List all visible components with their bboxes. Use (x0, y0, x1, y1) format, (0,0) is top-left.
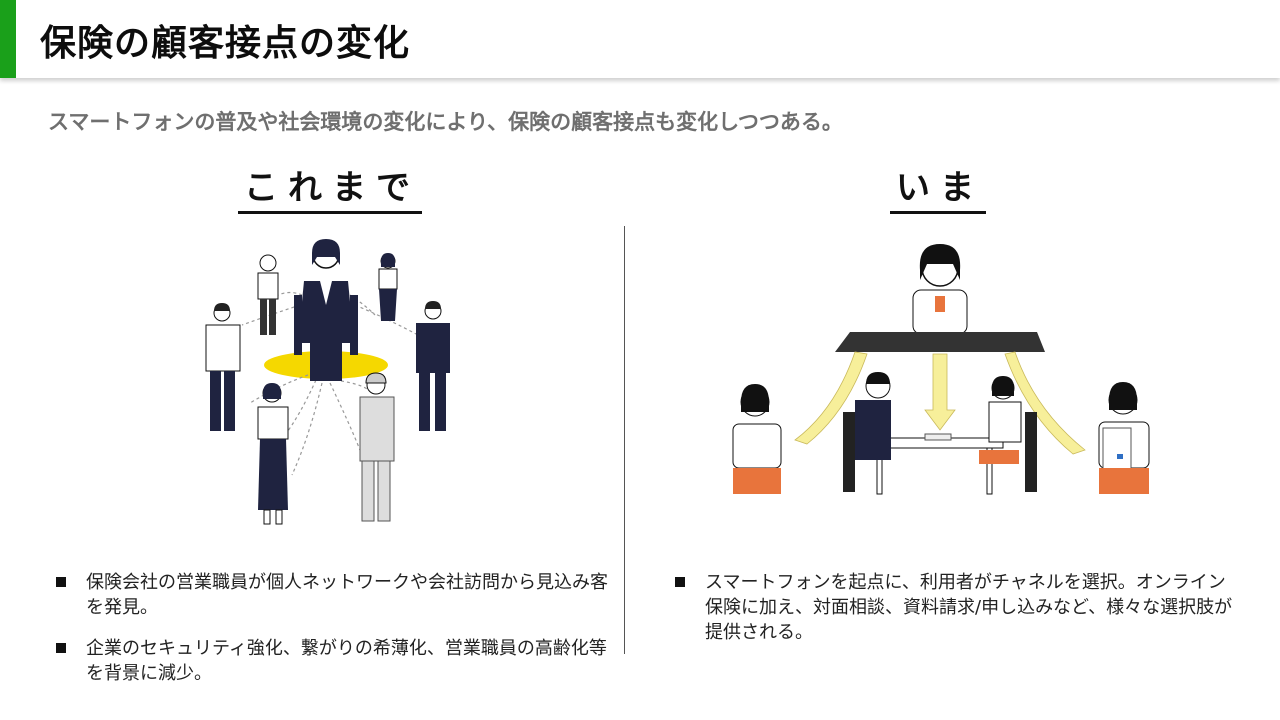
channel-choice-illustration (715, 240, 1165, 500)
list-item: 保険会社の営業職員が個人ネットワークや会社訪問から見込み客を発見。 (52, 570, 612, 620)
right-bullet-list: スマートフォンを起点に、利用者がチャネルを選択。オンライン保険に加え、対面相談、… (671, 570, 1241, 661)
accent-bar (0, 0, 16, 78)
bullet-text: 企業のセキュリティ強化、繋がりの希薄化、営業職員の高齢化等を背景に減少。 (86, 638, 607, 684)
list-item: スマートフォンを起点に、利用者がチャネルを選択。オンライン保険に加え、対面相談、… (671, 570, 1241, 645)
bullet-square-icon (56, 643, 66, 653)
sales-network-illustration (190, 235, 470, 535)
right-heading: いま (890, 160, 986, 214)
left-heading: これまで (238, 160, 422, 214)
left-bullet-list: 保険会社の営業職員が個人ネットワークや会社訪問から見込み客を発見。 企業のセキュ… (52, 570, 612, 702)
bullet-square-icon (675, 577, 685, 587)
header-bar: 保険の顧客接点の変化 (0, 0, 1280, 78)
page-title: 保険の顧客接点の変化 (40, 14, 410, 66)
bullet-square-icon (56, 577, 66, 587)
list-item: 企業のセキュリティ強化、繋がりの希薄化、営業職員の高齢化等を背景に減少。 (52, 636, 612, 686)
bullet-text: スマートフォンを起点に、利用者がチャネルを選択。オンライン保険に加え、対面相談、… (705, 572, 1232, 643)
subtitle: スマートフォンの普及や社会環境の変化により、保険の顧客接点も変化しつつある。 (48, 106, 843, 136)
bullet-text: 保険会社の営業職員が個人ネットワークや会社訪問から見込み客を発見。 (86, 572, 608, 618)
column-divider (624, 226, 625, 654)
